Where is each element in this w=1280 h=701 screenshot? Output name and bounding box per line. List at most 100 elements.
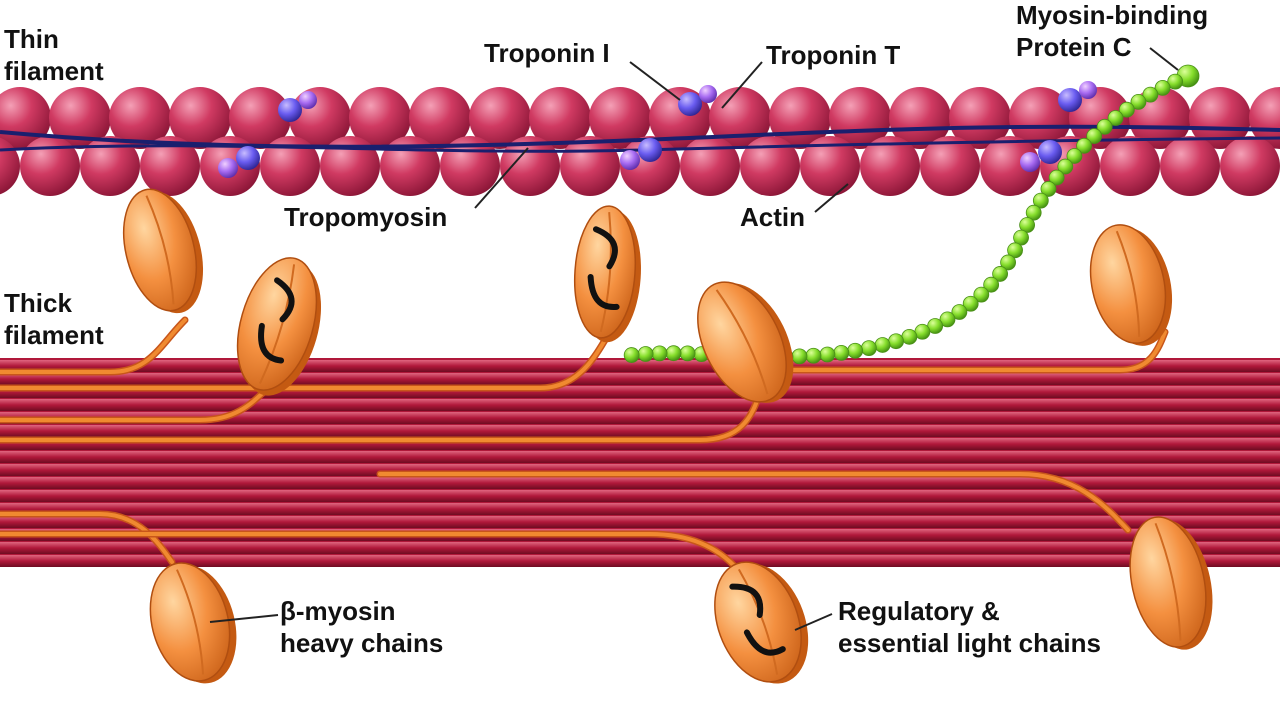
mybpc-bead-icon xyxy=(1167,73,1184,90)
mybpc-bead-icon xyxy=(833,344,850,361)
mybpc-bead-icon xyxy=(1000,254,1016,271)
troponin-complex-icon xyxy=(1020,152,1040,172)
thick-filament-strand xyxy=(0,425,1280,437)
label-mybpc-line1: Myosin-binding xyxy=(1016,0,1208,30)
actin-monomer-icon xyxy=(889,87,951,149)
myosin-head-seam xyxy=(737,568,779,675)
myosin-head-icon xyxy=(1089,224,1173,346)
mybpc-bead-icon xyxy=(888,333,904,350)
thick-filament-strand xyxy=(0,399,1280,411)
mybpc-bead-icon xyxy=(962,295,979,312)
mybpc-bead-icon xyxy=(1086,128,1103,144)
actin-monomer-icon xyxy=(740,136,800,196)
mybpc-bead-icon xyxy=(665,345,682,362)
actin-monomer-icon xyxy=(109,87,171,149)
mybpc-bead-icon xyxy=(1154,79,1171,96)
actin-monomer-icon xyxy=(529,87,591,149)
myosin-head-front-lobe xyxy=(149,562,231,682)
myosin-head-front-lobe xyxy=(1089,224,1167,344)
label-actin: Actin xyxy=(740,202,805,232)
actin-monomer-icon xyxy=(1249,87,1280,149)
mybpc-bead-icon xyxy=(637,346,654,362)
actin-monomer-icon xyxy=(20,136,80,196)
actin-monomer-icon xyxy=(349,87,411,149)
tropomyosin-strand xyxy=(0,124,1280,149)
labels: Thin filament Thick filament Troponin I … xyxy=(4,0,1208,658)
myosin-tail-highlight xyxy=(0,338,607,390)
actin-monomer-icon xyxy=(1160,136,1220,196)
actin-monomer-icon xyxy=(800,136,860,196)
thick-filament-strand xyxy=(0,451,1280,463)
thick-filament-strand xyxy=(0,555,1280,567)
mybpc-bead-icon xyxy=(1107,110,1124,126)
troponin-complex-icon xyxy=(699,85,717,103)
actin-monomer-icon xyxy=(0,137,20,195)
actin-monomer-icon xyxy=(469,87,531,149)
actin-monomer-icon xyxy=(920,136,980,196)
actin-monomer-icon xyxy=(680,136,740,196)
mybpc-bead-icon xyxy=(791,348,808,365)
actin-monomer-icon xyxy=(949,87,1011,149)
myosin-head-icon xyxy=(149,562,237,684)
myosin-head-icon xyxy=(697,281,794,403)
label-tropomyosin: Tropomyosin xyxy=(284,202,447,232)
label-thin-filament-line2: filament xyxy=(4,56,104,86)
mybpc-bead-icon xyxy=(1040,181,1057,197)
myosin-heads xyxy=(123,188,1213,684)
leader-lines xyxy=(209,47,1179,631)
myosin-head-icon xyxy=(1129,516,1213,650)
actin-monomer-icon xyxy=(589,87,651,149)
troponin-complex-icon xyxy=(638,138,662,162)
myosin-head-seam xyxy=(259,264,296,385)
myosin-tail-highlight xyxy=(768,330,1167,372)
label-heavy-chains-line2: heavy chains xyxy=(280,628,443,658)
mybpc-bead-icon xyxy=(819,346,836,363)
actin-monomer-icon xyxy=(1069,87,1131,149)
mybpc-bead-icon xyxy=(1142,86,1159,103)
actin-monomer-icon xyxy=(320,136,380,196)
mybpc-bead-icon xyxy=(623,347,640,363)
leader-troponin-t xyxy=(721,61,763,109)
myosin-head-front-lobe xyxy=(714,561,802,683)
troponin-complex-icon xyxy=(1038,140,1062,164)
thick-filament-strand xyxy=(0,373,1280,385)
actin-monomer-icon xyxy=(1009,87,1071,149)
regulatory-light-chain xyxy=(729,583,764,618)
mybpc-bead-icon xyxy=(1118,101,1135,118)
troponin-complex-icon xyxy=(218,158,238,178)
mybpc-bead-icon xyxy=(651,345,668,362)
actin-monomer-icon xyxy=(140,136,200,196)
actin-monomer-icon xyxy=(260,136,320,196)
essential-light-chain xyxy=(258,322,285,364)
thick-filament-strand xyxy=(0,477,1280,489)
mybpc-bead-icon xyxy=(1019,217,1036,233)
myosin-head-seam xyxy=(599,212,612,333)
thick-filament-strand xyxy=(0,542,1280,554)
myosin-head-front-lobe xyxy=(1129,516,1207,648)
actin-monomer-icon xyxy=(560,136,620,196)
myosin-tail-highlight xyxy=(0,532,740,572)
label-heavy-chains-line1: β-myosin xyxy=(280,596,396,626)
myosin-tail-highlight xyxy=(0,318,187,374)
label-thick-filament-line1: Thick xyxy=(4,288,72,318)
mybpc-bead-icon xyxy=(1007,242,1023,259)
myosin-tail-highlight xyxy=(0,512,174,564)
actin-monomer-icon xyxy=(980,136,1040,196)
mybpc-bead-icon xyxy=(983,276,1000,293)
mybpc-bead-icon xyxy=(1066,148,1083,164)
myosin-tail-highlight xyxy=(378,472,1130,532)
myosin-head-icon xyxy=(236,257,322,396)
actin-monomer-icon xyxy=(860,136,920,196)
leader-troponin-i xyxy=(629,61,681,101)
mybpc-bead-icon xyxy=(1057,158,1074,175)
actin-monomer-icon xyxy=(49,87,111,149)
label-thin-filament-line1: Thin xyxy=(4,24,59,54)
thick-filament-strand xyxy=(0,503,1280,515)
troponin-complex-icon xyxy=(1058,88,1082,112)
myosin-head-icon xyxy=(573,205,641,343)
actin-monomer-icon xyxy=(1100,136,1160,196)
myosin-head-seam xyxy=(715,289,769,395)
thin-filament xyxy=(0,81,1280,196)
regulatory-light-chain xyxy=(274,277,295,323)
